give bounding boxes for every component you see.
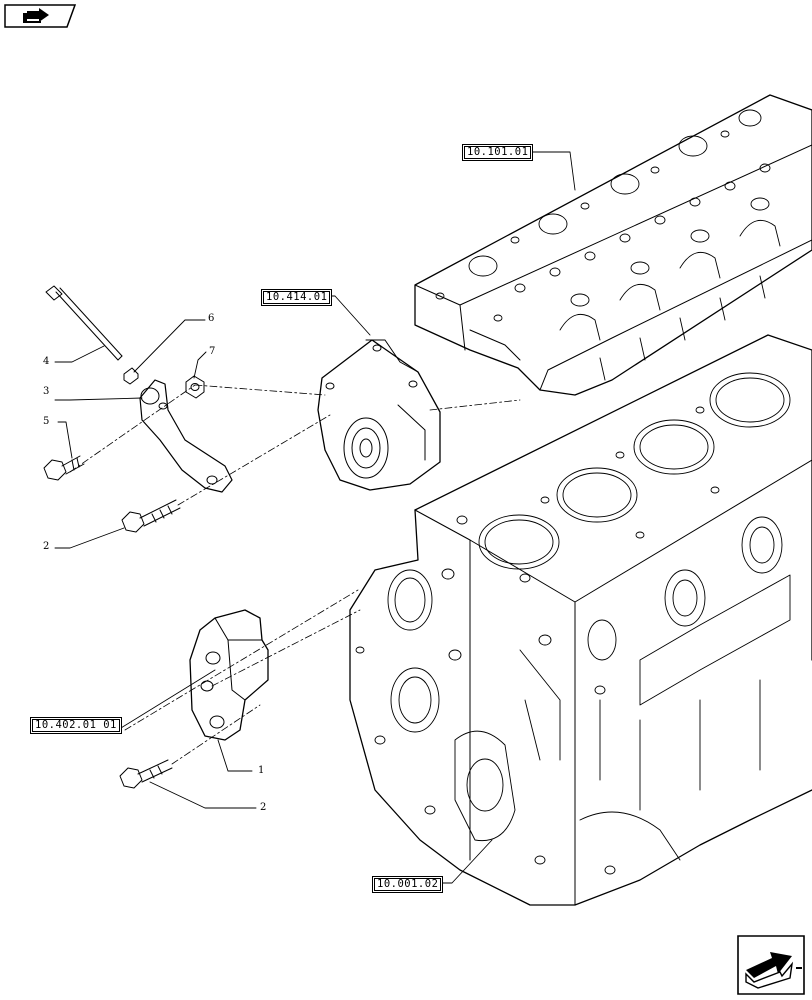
engine-block xyxy=(349,334,812,906)
ref-box-water-pump[interactable]: 10.414.01 xyxy=(261,289,333,306)
assembly-center-lines xyxy=(69,384,521,765)
next-page-icon[interactable] xyxy=(736,934,806,996)
part-3-bracket xyxy=(139,379,233,493)
callout-5: 5 xyxy=(43,416,50,427)
part-6-spacer xyxy=(123,367,139,385)
callout-3: 3 xyxy=(43,386,50,397)
callout-1: 1 xyxy=(258,765,265,776)
part-2-bolt-upper xyxy=(121,499,181,533)
ref-box-timing-cover[interactable]: 10.402.01 01 xyxy=(30,717,122,734)
part-4-long-bolt xyxy=(45,285,123,361)
part-2-bolt-lower xyxy=(119,759,173,789)
previous-page-icon[interactable] xyxy=(3,3,77,29)
water-pump xyxy=(317,339,441,491)
callout-6: 6 xyxy=(208,313,215,324)
leader-lines xyxy=(54,151,576,884)
callout-2-upper: 2 xyxy=(43,541,50,552)
callout-7: 7 xyxy=(209,346,216,357)
callout-4: 4 xyxy=(43,356,50,367)
part-7-nut xyxy=(185,375,205,399)
callout-2-lower: 2 xyxy=(260,802,267,813)
part-1-bracket xyxy=(189,609,269,741)
part-5-bolt xyxy=(43,455,85,481)
ref-box-cylinder-head[interactable]: 10.101.01 xyxy=(462,144,534,161)
cylinder-head xyxy=(414,94,812,396)
ref-box-engine-block[interactable]: 10.001.02 xyxy=(372,876,444,893)
